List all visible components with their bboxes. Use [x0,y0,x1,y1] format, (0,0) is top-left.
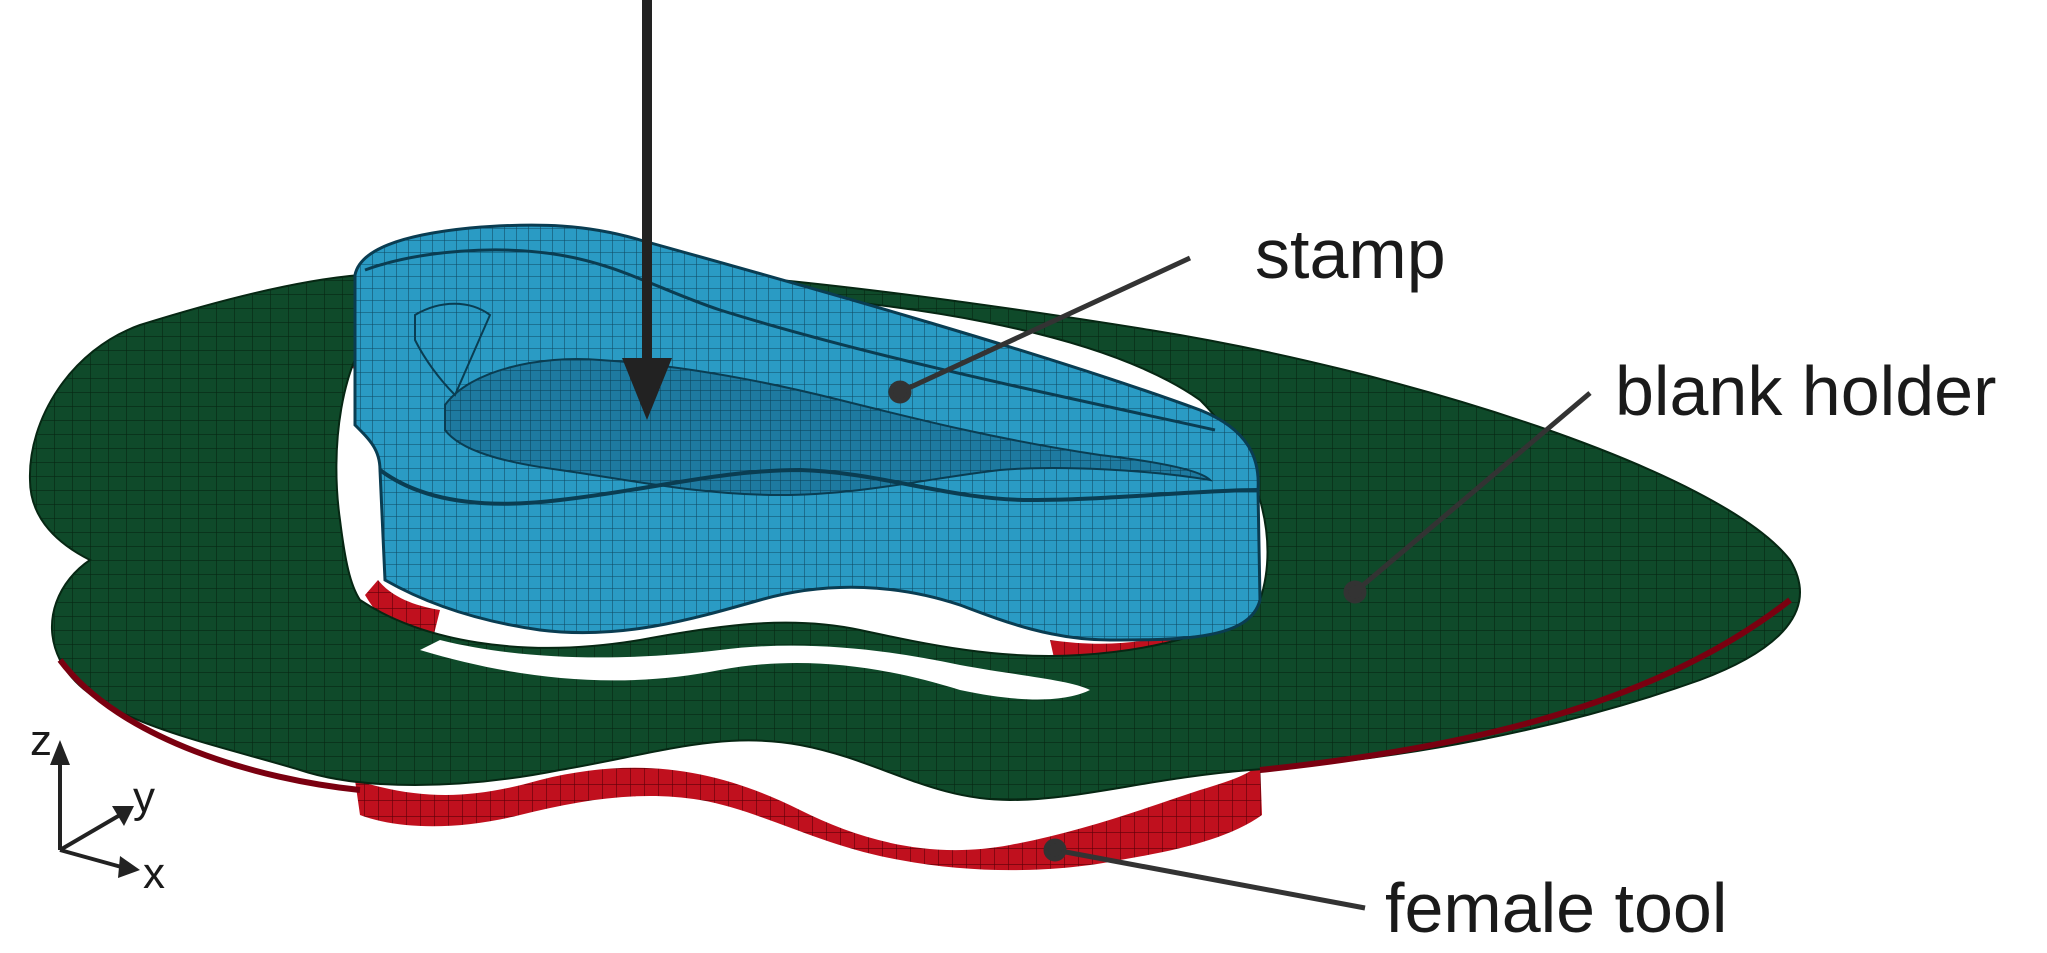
leader-lines [888,255,1592,911]
coordinate-axes [50,740,140,878]
blank-holder-label: blank holder [1615,352,1996,430]
axis-z-label: z [30,716,52,765]
axis-x-label: x [143,849,165,898]
stamp-label: stamp [1255,215,1446,293]
blank-holder-leader [1353,391,1592,594]
female-tool-leader [1054,847,1366,911]
axis-y-label: y [133,773,155,822]
stamp-leader [898,255,1192,395]
opening-gap [420,640,1090,700]
load-arrow [622,0,672,420]
female-tool-label: female tool [1385,869,1727,947]
